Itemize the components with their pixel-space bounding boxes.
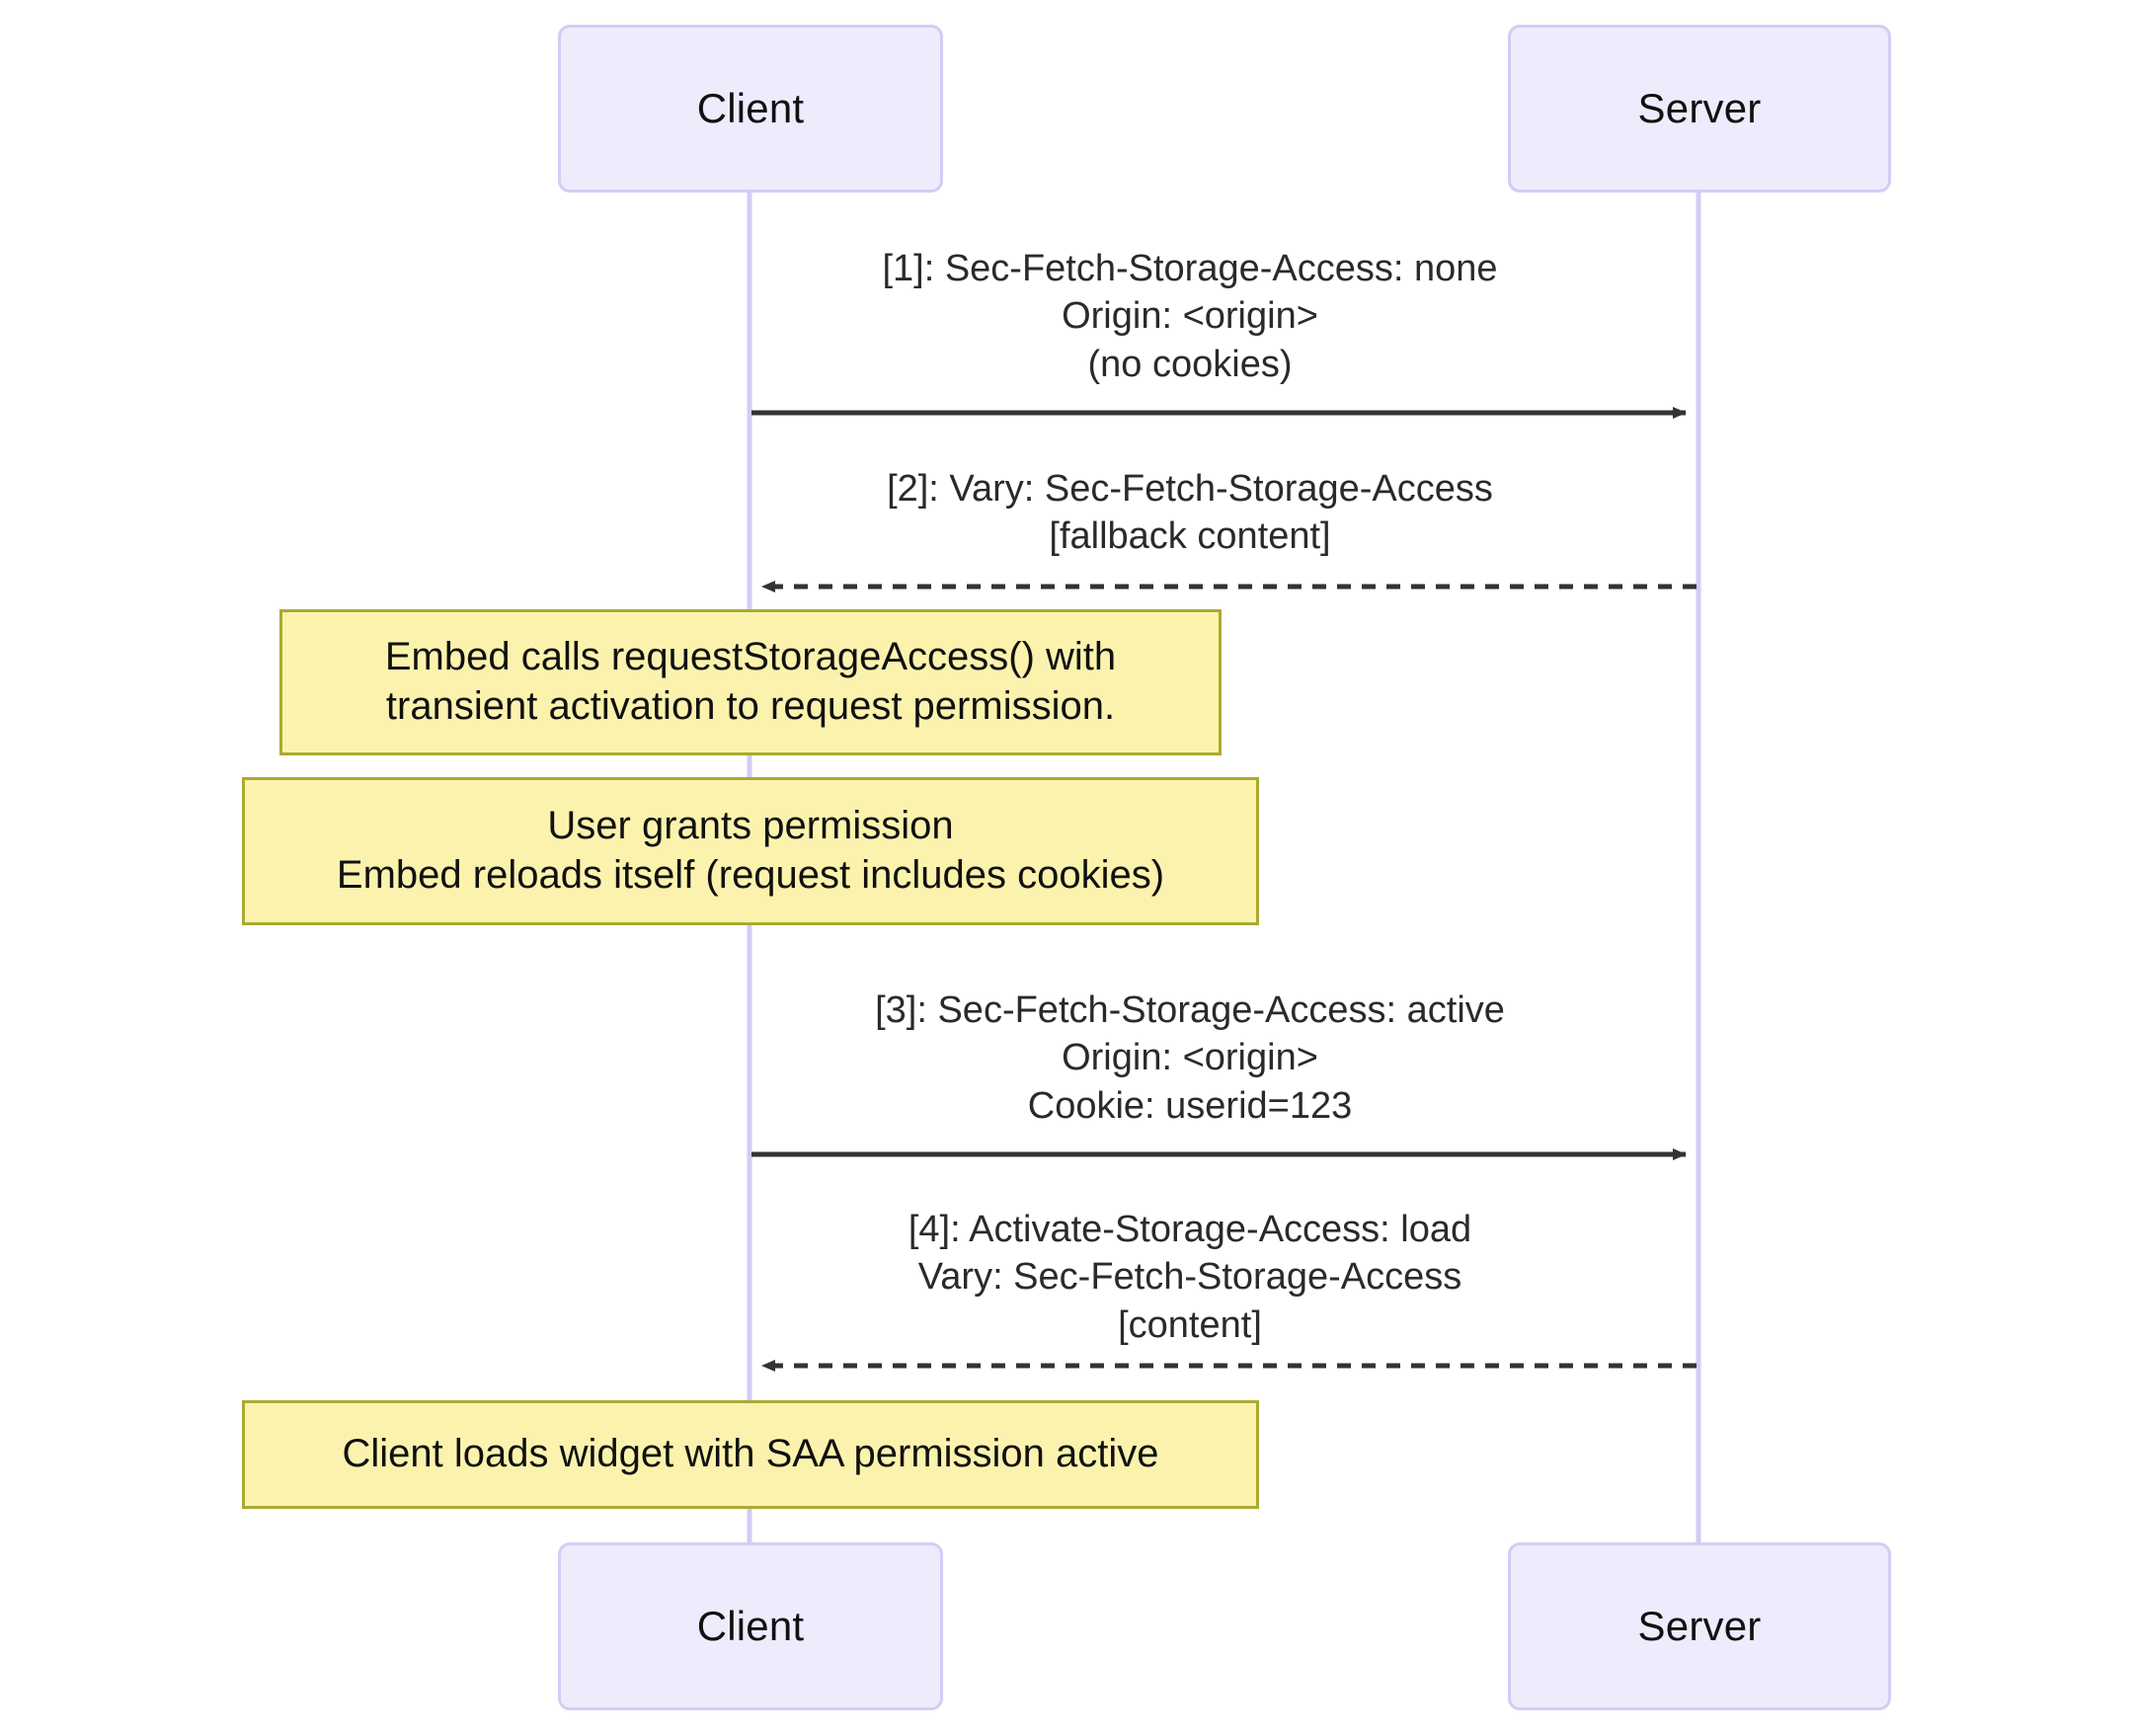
note-user-grants[interactable]: User grants permission Embed reloads its… bbox=[242, 777, 1259, 925]
note-request-permission-text: Embed calls requestStorageAccess() with … bbox=[384, 635, 1117, 728]
actor-label-client-top: Client bbox=[696, 85, 805, 131]
note-widget-loaded-text: Client loads widget with SAA permission … bbox=[342, 1432, 1159, 1476]
note-widget-loaded[interactable]: Client loads widget with SAA permission … bbox=[242, 1400, 1259, 1509]
note-request-permission[interactable]: Embed calls requestStorageAccess() with … bbox=[279, 609, 1222, 755]
actor-box-client-bottom[interactable]: Client bbox=[558, 1542, 943, 1710]
actor-box-server-bottom[interactable]: Server bbox=[1508, 1542, 1891, 1710]
note-user-grants-text: User grants permission Embed reloads its… bbox=[336, 804, 1165, 897]
message-label-2: [2]: Vary: Sec-Fetch-Storage-Access [fal… bbox=[887, 468, 1493, 558]
actor-label-client-bottom: Client bbox=[696, 1603, 805, 1649]
message-label-1: [1]: Sec-Fetch-Storage-Access: none Orig… bbox=[882, 248, 1498, 385]
message-label-3: [3]: Sec-Fetch-Storage-Access: active Or… bbox=[875, 989, 1505, 1127]
actor-label-server-bottom: Server bbox=[1637, 1603, 1762, 1649]
actor-box-client-top[interactable]: Client bbox=[558, 25, 943, 193]
actor-box-server-top[interactable]: Server bbox=[1508, 25, 1891, 193]
message-label-4: [4]: Activate-Storage-Access: load Vary:… bbox=[908, 1209, 1472, 1346]
actor-label-server-top: Server bbox=[1637, 85, 1762, 131]
